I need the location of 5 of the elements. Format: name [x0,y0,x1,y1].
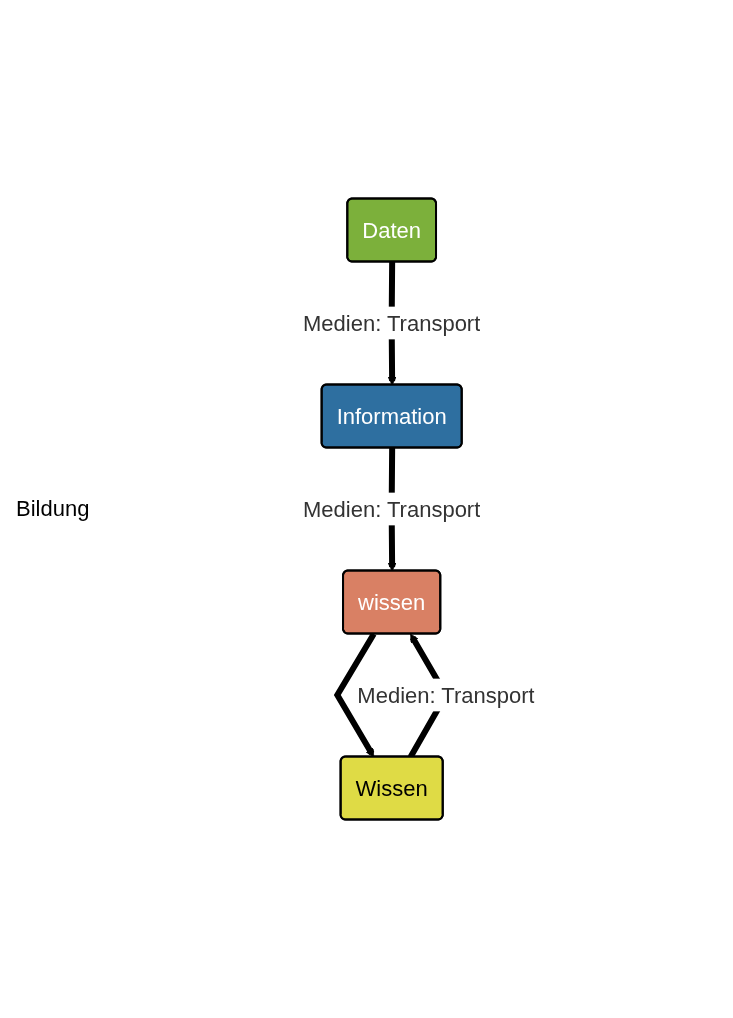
arrow [334,632,377,758]
edge-label: Medien: Transport [303,310,481,336]
bracket-label: Bildung [16,496,90,522]
edge-label: Medien: Transport [357,682,536,708]
edge-label: Medien: Transport [303,496,481,522]
